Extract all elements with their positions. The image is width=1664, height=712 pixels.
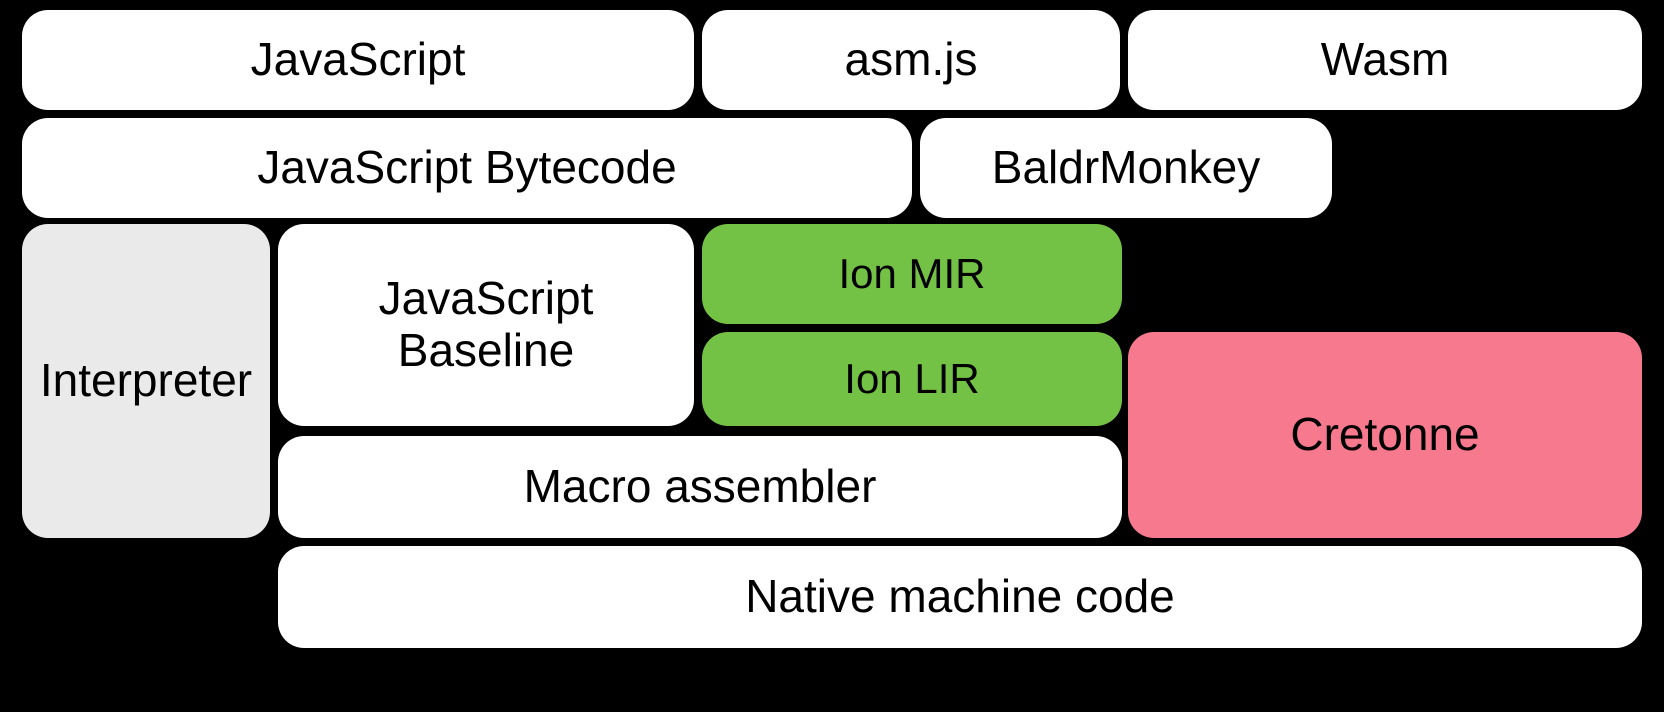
- node-javascript: JavaScript: [22, 10, 694, 110]
- node-javascript-baseline: JavaScript Baseline: [278, 224, 694, 426]
- node-interpreter: Interpreter: [22, 224, 270, 538]
- node-javascript-bytecode: JavaScript Bytecode: [22, 118, 912, 218]
- node-cretonne: Cretonne: [1128, 332, 1642, 538]
- node-ion-mir: Ion MIR: [702, 224, 1122, 324]
- node-baldrmonkey: BaldrMonkey: [920, 118, 1332, 218]
- node-native-machine-code: Native machine code: [278, 546, 1642, 648]
- node-wasm: Wasm: [1128, 10, 1642, 110]
- node-macro-assembler: Macro assembler: [278, 436, 1122, 538]
- node-asmjs: asm.js: [702, 10, 1120, 110]
- node-ion-lir: Ion LIR: [702, 332, 1122, 426]
